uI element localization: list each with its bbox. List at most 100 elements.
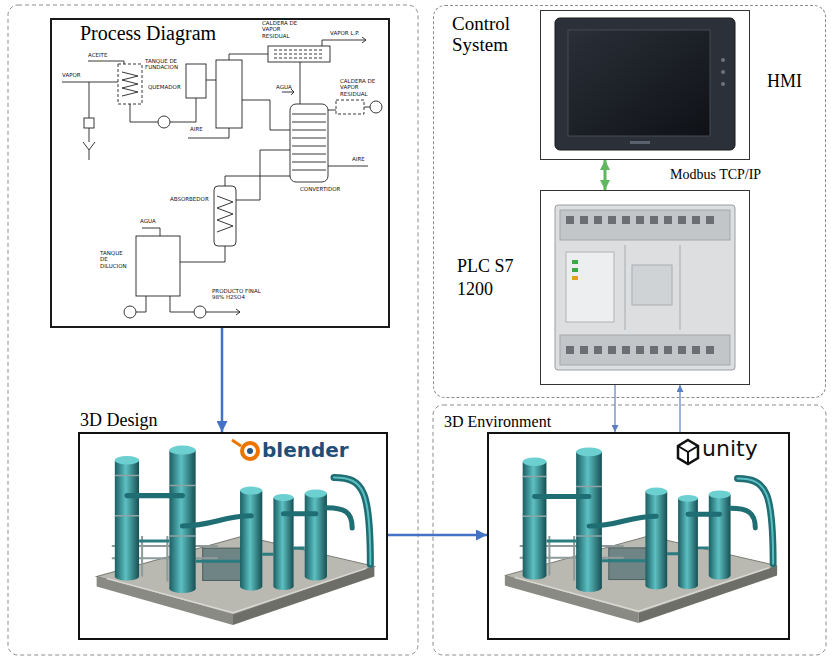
- plc-device: [555, 205, 735, 370]
- plc-device: [566, 252, 614, 322]
- hmi-device: [555, 18, 735, 150]
- schematic-label: ACEITE: [88, 52, 107, 58]
- flow-arrow: [388, 534, 487, 537]
- schematic-label: CALDERA DE VAPOR RESIDUAL: [340, 78, 380, 97]
- node-title: 3D Design: [80, 410, 158, 431]
- plc-device: [608, 216, 616, 224]
- node-title: PLC S7 1200: [457, 255, 529, 300]
- plc-device: [625, 245, 680, 330]
- hmi-box: HMI: [540, 10, 750, 160]
- process-schematic: [268, 46, 330, 62]
- process-schematic: [322, 40, 366, 46]
- process-schematic: [328, 110, 336, 111]
- hmi-device: [721, 58, 725, 62]
- process-schematic: [217, 196, 233, 232]
- process-schematic: [62, 37, 382, 318]
- blender-logo: [242, 443, 258, 459]
- process-schematic: [136, 296, 146, 312]
- plc-device: [650, 216, 658, 224]
- plc-device: [555, 205, 735, 370]
- process-schematic: [186, 64, 206, 98]
- schematic-label: VAPOR L.P.: [330, 30, 359, 36]
- process-schematic: [158, 116, 170, 128]
- plant-render: [505, 447, 777, 623]
- region-outline: [8, 5, 418, 655]
- process-schematic: [62, 82, 118, 83]
- plc-device: [664, 216, 672, 224]
- process-schematic: [292, 114, 326, 170]
- unity-logo: [674, 436, 782, 464]
- unity-logo: [678, 446, 698, 464]
- plc-device: [594, 216, 602, 224]
- schematic-label: QUEMADOR: [148, 84, 181, 90]
- process-schematic: [170, 296, 194, 312]
- process-schematic: [225, 176, 290, 186]
- process-schematic: [83, 128, 95, 160]
- process-schematic: [136, 236, 180, 296]
- flow-arrow: [604, 160, 607, 190]
- plc-device: [622, 216, 630, 224]
- hmi-device: [630, 141, 650, 144]
- schematic-label: AIRE: [352, 156, 365, 162]
- plc-device: [560, 210, 730, 240]
- flow-arrow: [679, 385, 680, 432]
- process-schematic: [118, 64, 142, 104]
- schematic-label: TANQUE DE DILUCION: [100, 250, 132, 269]
- process-schematic: [130, 104, 158, 122]
- process-schematic: [236, 309, 240, 315]
- process-schematic: [362, 37, 366, 43]
- schematic-label: TANQUE DE FUNDACION: [145, 58, 185, 71]
- plc-device: [636, 216, 644, 224]
- process-schematic: [214, 186, 236, 246]
- blender-logo: [232, 440, 241, 446]
- blender-logo: [247, 448, 253, 454]
- process-schematic: [124, 306, 136, 318]
- process-schematic: [290, 104, 328, 182]
- plc-device: [580, 216, 588, 224]
- plc-device: [572, 260, 578, 264]
- plc-box: PLC S7 1200: [540, 190, 750, 385]
- control-system-region: Control SystemHMIPLC S7 1200: [433, 5, 826, 398]
- plc-device: [650, 346, 658, 354]
- hmi-device: [568, 30, 710, 136]
- plant-render: [97, 446, 375, 625]
- unity-logo: [678, 440, 698, 464]
- plc-device: [692, 216, 700, 224]
- node-title: HMI: [767, 71, 802, 92]
- hmi-device: [721, 70, 725, 74]
- process-schematic: [206, 312, 240, 313]
- plc-device: [572, 276, 578, 280]
- process-schematic: [84, 118, 94, 128]
- process-schematic: [170, 98, 196, 122]
- plc-device: [566, 216, 574, 224]
- node-title: Process Diagram: [80, 22, 216, 45]
- hmi-device: [721, 82, 725, 86]
- schematic-label: AIRE: [190, 126, 203, 132]
- plc-device: [594, 346, 602, 354]
- plc-device: [566, 346, 714, 354]
- flow-arrow: [221, 328, 224, 432]
- region-outline: [433, 405, 826, 655]
- hmi-device: [555, 18, 735, 150]
- process-schematic: [364, 107, 370, 108]
- plc-device: [622, 346, 630, 354]
- process-schematic: [336, 100, 364, 114]
- edge-label: Modbus TCP/IP: [668, 167, 763, 183]
- plc-device: [566, 216, 714, 224]
- plc-device: [664, 346, 672, 354]
- process-schematic: [242, 100, 290, 130]
- node-title: Control System: [452, 14, 542, 56]
- design-3d-box: 3D Design: [78, 432, 388, 640]
- plc-device: [706, 216, 714, 224]
- schematic-label: PRODUCTO FINAL 98% H2SO4: [212, 288, 267, 301]
- process-schematic: [206, 80, 216, 81]
- process-schematic: [89, 82, 90, 118]
- process-schematic: [370, 101, 382, 113]
- flow-arrow: [614, 385, 615, 432]
- process-schematic: [142, 228, 160, 236]
- process-schematic: [229, 54, 268, 60]
- process-schematic: [180, 246, 225, 262]
- logo-text: blender: [262, 438, 349, 462]
- unity-logo: [674, 436, 782, 464]
